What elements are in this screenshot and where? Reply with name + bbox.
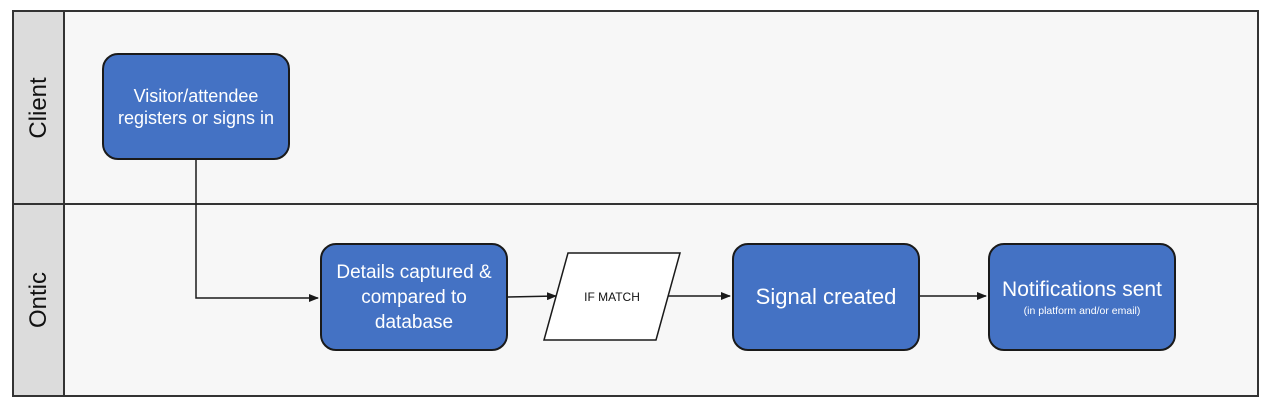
decision-if-match: IF MATCH [548, 253, 676, 340]
node-details-label: Details captured & compared to database [336, 261, 492, 333]
lane-ontic: Ontic [14, 205, 1257, 395]
lane-label-ontic: Ontic [24, 271, 52, 329]
decision-label: IF MATCH [584, 289, 640, 304]
lane-header-ontic: Ontic [14, 205, 65, 395]
node-notifications-sublabel: (in platform and/or email) [1023, 305, 1141, 317]
lane-header-client: Client [14, 12, 65, 203]
node-notifications-label: Notifications sent [1002, 278, 1162, 301]
lane-label-client: Client [24, 76, 52, 139]
node-details-captured: Details captured & compared to database [320, 243, 508, 351]
node-visitor-label: Visitor/attendee registers or signs in [117, 85, 275, 128]
lane-client: Client [14, 12, 1257, 205]
node-notifications-sent: Notifications sent (in platform and/or e… [988, 243, 1176, 351]
node-visitor-registers: Visitor/attendee registers or signs in [102, 53, 290, 160]
node-signal-label: Signal created [755, 284, 897, 309]
node-signal-created: Signal created [732, 243, 920, 351]
